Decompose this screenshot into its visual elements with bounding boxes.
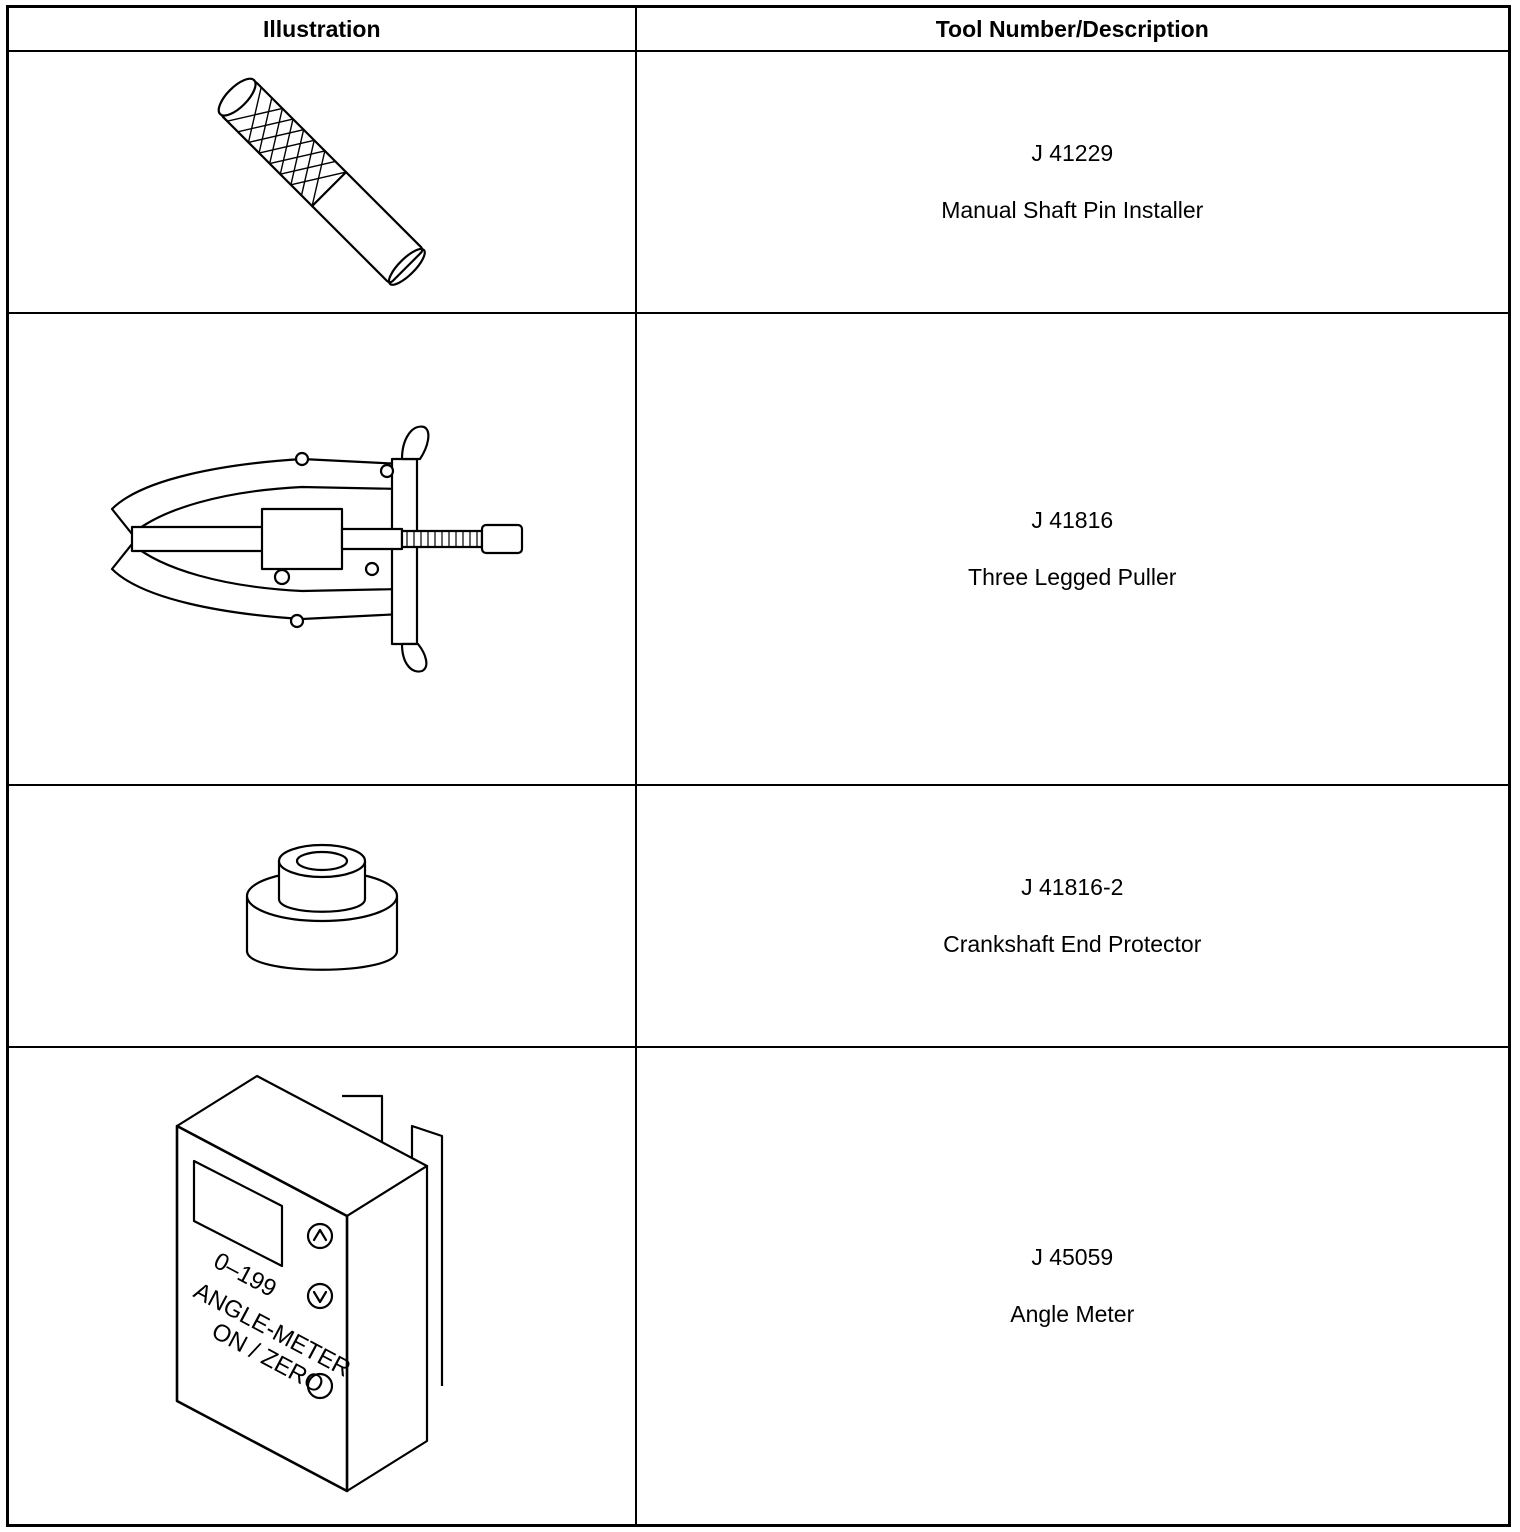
description-cell: J 45059 Angle Meter — [634, 1046, 1511, 1526]
tool-description: Three Legged Puller — [968, 564, 1177, 590]
tool-description: Manual Shaft Pin Installer — [941, 197, 1204, 223]
tool-description: Crankshaft End Protector — [943, 931, 1202, 957]
header-row: Illustration Tool Number/Description — [6, 5, 1511, 52]
tool-number: J 41229 — [1031, 140, 1114, 166]
crankshaft-end-protector-icon — [245, 843, 398, 971]
illustration-cell: 0–199 ANGLE-METER ON / ZERO — [6, 1046, 637, 1526]
table-row: J 41816 Three Legged Puller — [6, 312, 1511, 786]
pin-installer-icon — [217, 77, 426, 286]
header-tool: Tool Number/Description — [634, 5, 1511, 52]
tool-number: J 41816 — [1031, 507, 1114, 533]
illustration-cell — [6, 784, 637, 1048]
description-cell: J 41816 Three Legged Puller — [634, 312, 1511, 786]
description-cell: J 41816-2 Crankshaft End Protector — [634, 784, 1511, 1048]
tools-table: Illustration Tool Number/Description — [6, 5, 1511, 1527]
three-legged-puller-icon — [110, 425, 523, 673]
tool-number: J 45059 — [1031, 1243, 1114, 1270]
angle-meter-icon: 0–199 ANGLE-METER ON / ZERO — [175, 1074, 443, 1493]
tool-description: Angle Meter — [1010, 1300, 1135, 1327]
table-row: 0–199 ANGLE-METER ON / ZERO J 45059 Angl… — [6, 1046, 1511, 1526]
illustration-cell — [6, 312, 637, 786]
table-row: J 41229 Manual Shaft Pin Installer — [6, 50, 1511, 314]
header-illustration: Illustration — [6, 5, 637, 52]
tool-number: J 41816-2 — [1021, 874, 1124, 900]
description-cell: J 41229 Manual Shaft Pin Installer — [634, 50, 1511, 314]
illustration-cell — [6, 50, 637, 314]
table-row: J 41816-2 Crankshaft End Protector — [6, 784, 1511, 1048]
